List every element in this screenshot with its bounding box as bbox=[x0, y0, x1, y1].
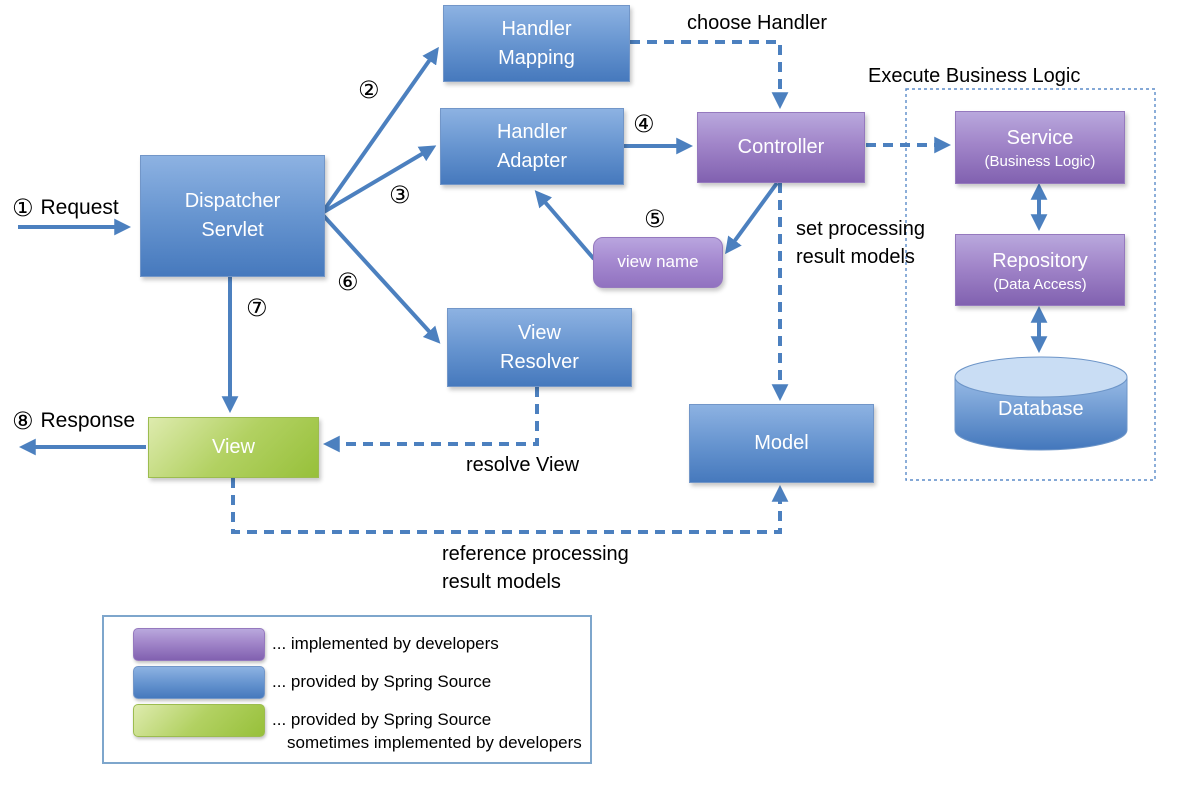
request-annotation: ① Request bbox=[12, 192, 119, 225]
legend-text-developers: ... implemented by developers bbox=[272, 634, 499, 653]
legend-text-green-line2: sometimes implemented by developers bbox=[287, 733, 582, 752]
execute-business-logic-label: Execute Business Logic bbox=[868, 65, 1081, 87]
legend-swatch-blue bbox=[133, 666, 265, 699]
step7-number: ⑦ bbox=[246, 294, 268, 322]
handler-adapter-label: Handler Adapter bbox=[496, 120, 568, 172]
set-processing-result-models-label: set processing result models bbox=[796, 218, 925, 268]
view-name-label: view name bbox=[617, 252, 699, 272]
request-label: Request bbox=[40, 196, 119, 220]
legend-swatch-green bbox=[133, 704, 265, 737]
step2-number: ② bbox=[358, 76, 380, 104]
legend-text-green-line1: ... provided by Spring Source bbox=[272, 710, 492, 729]
arrow-view-name-to-handler-adapter bbox=[534, 190, 596, 261]
controller-label: Controller bbox=[737, 136, 825, 158]
database-label: Database bbox=[998, 398, 1084, 420]
step6-number: ⑥ bbox=[337, 268, 359, 296]
node-controller: Controller bbox=[697, 112, 865, 183]
model-label: Model bbox=[754, 432, 809, 454]
response-label: Response bbox=[40, 409, 136, 433]
node-handler-adapter: Handler Adapter bbox=[440, 108, 624, 185]
legend-swatch-purple bbox=[133, 628, 265, 661]
arrow-choose-handler bbox=[630, 40, 789, 110]
arrow-reference-processing-result-models bbox=[231, 478, 789, 534]
reference-processing-result-models-label: reference processing result models bbox=[442, 543, 629, 593]
node-view-name: view name bbox=[593, 237, 723, 288]
arrow-resolve-view bbox=[322, 387, 539, 453]
node-dispatcher-servlet: Dispatcher Servlet bbox=[140, 155, 325, 277]
view-resolver-label: View Resolver bbox=[500, 321, 579, 373]
choose-handler-label: choose Handler bbox=[687, 12, 828, 34]
node-repository: Repository (Data Access) bbox=[955, 234, 1125, 306]
repository-sublabel: (Data Access) bbox=[993, 275, 1087, 293]
dispatcher-servlet-label: Dispatcher Servlet bbox=[184, 190, 281, 241]
arrow-controller-to-view-name bbox=[725, 181, 779, 255]
service-sublabel: (Business Logic) bbox=[984, 153, 1096, 171]
step4-number: ④ bbox=[633, 110, 655, 138]
view-label: View bbox=[212, 436, 255, 458]
resolve-view-label: resolve View bbox=[466, 454, 580, 476]
node-handler-mapping: Handler Mapping bbox=[443, 5, 630, 82]
arrow-step3-to-handler-adapter bbox=[320, 145, 437, 215]
node-model: Model bbox=[689, 404, 874, 483]
repository-label: Repository bbox=[992, 249, 1088, 272]
step3-number: ③ bbox=[389, 181, 411, 209]
response-annotation: ⑧ Response bbox=[12, 405, 135, 438]
step1-number: ① bbox=[12, 194, 34, 222]
node-service: Service (Business Logic) bbox=[955, 111, 1125, 184]
step5-number: ⑤ bbox=[644, 205, 666, 233]
step8-number: ⑧ bbox=[12, 407, 34, 435]
handler-mapping-label: Handler Mapping bbox=[498, 17, 575, 69]
legend-text-spring: ... provided by Spring Source bbox=[272, 672, 492, 691]
node-view: View bbox=[148, 417, 319, 478]
node-view-resolver: View Resolver bbox=[447, 308, 632, 387]
service-label: Service bbox=[1006, 127, 1074, 150]
